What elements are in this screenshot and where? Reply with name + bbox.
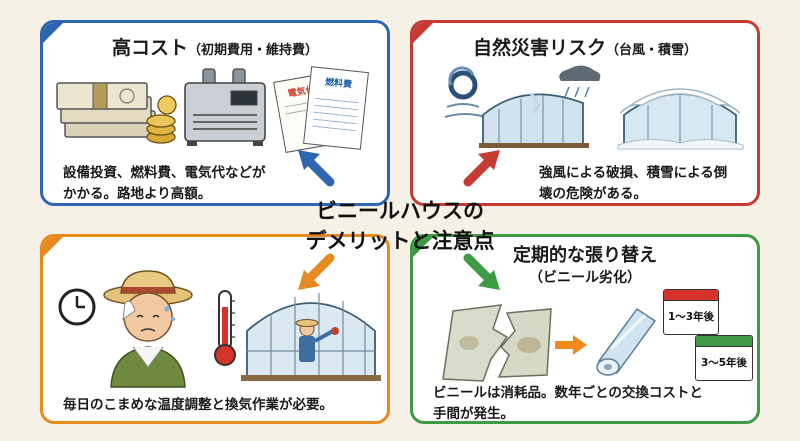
- calendar-1-3-years: 1～3年後: [663, 289, 719, 335]
- vinyl-roll-icon: [596, 307, 657, 376]
- calendar-2-label: 3～5年後: [700, 357, 748, 369]
- disaster-title: 自然災害リスク（台風・積雪）: [472, 37, 698, 59]
- bill-label-fuel: 燃料費: [324, 77, 353, 91]
- snow-greenhouse-icon: [617, 88, 744, 150]
- money-stack-icon: [56, 82, 177, 144]
- heater-machine-icon: [184, 68, 266, 146]
- disaster-description: 強風による破損、積雪による倒 壊の危険がある。: [539, 165, 728, 202]
- torn-vinyl-icon: [442, 304, 552, 382]
- bill-paper-front: 燃料費: [303, 66, 369, 150]
- calendar-3-5-years: 3～5年後: [695, 335, 753, 381]
- labor-description: 毎日のこまめな温度調整と換気作業が必要。: [63, 397, 333, 413]
- arrow-to-cost: [298, 150, 335, 187]
- clock-icon: [58, 288, 96, 326]
- calendar-1-label: 1～3年後: [667, 311, 715, 323]
- replace-arrow-icon: [555, 335, 587, 355]
- arrow-to-disaster: [463, 150, 500, 187]
- cost-description: 設備投資、燃料費、電気代などが かかる。路地より高額。: [63, 165, 266, 202]
- thermometer-icon: [214, 290, 236, 366]
- replace-title: 定期的な張り替え （ビニール劣化）: [513, 245, 657, 286]
- center-title: ビニールハウスの デメリットと注意点: [305, 199, 495, 253]
- arrow-to-replace: [463, 253, 500, 290]
- cost-title: 高コスト（初期費用・維持費）: [111, 37, 319, 59]
- replace-description: ビニールは消耗品。数年ごとの交換コストと 手間が発生。: [433, 385, 703, 422]
- ventilation-greenhouse-icon: [241, 293, 381, 381]
- arrow-to-labor: [298, 253, 335, 290]
- tired-farmer-icon: [103, 270, 193, 388]
- labor-panel: 毎日のこまめな温度調整と換気作業が必要。: [40, 234, 390, 424]
- disaster-panel: 自然災害リスク（台風・積雪） 強風による破損、積雪による倒 壊の危険がある。: [410, 20, 760, 206]
- typhoon-greenhouse-icon: [444, 65, 601, 148]
- replace-panel: 定期的な張り替え （ビニール劣化） 1～3年後 3～5年後 ビニールは消耗品。数…: [410, 234, 760, 424]
- cost-panel: 高コスト（初期費用・維持費） 電気代 燃料費 設備投資、燃料費、電気代などが: [40, 20, 390, 206]
